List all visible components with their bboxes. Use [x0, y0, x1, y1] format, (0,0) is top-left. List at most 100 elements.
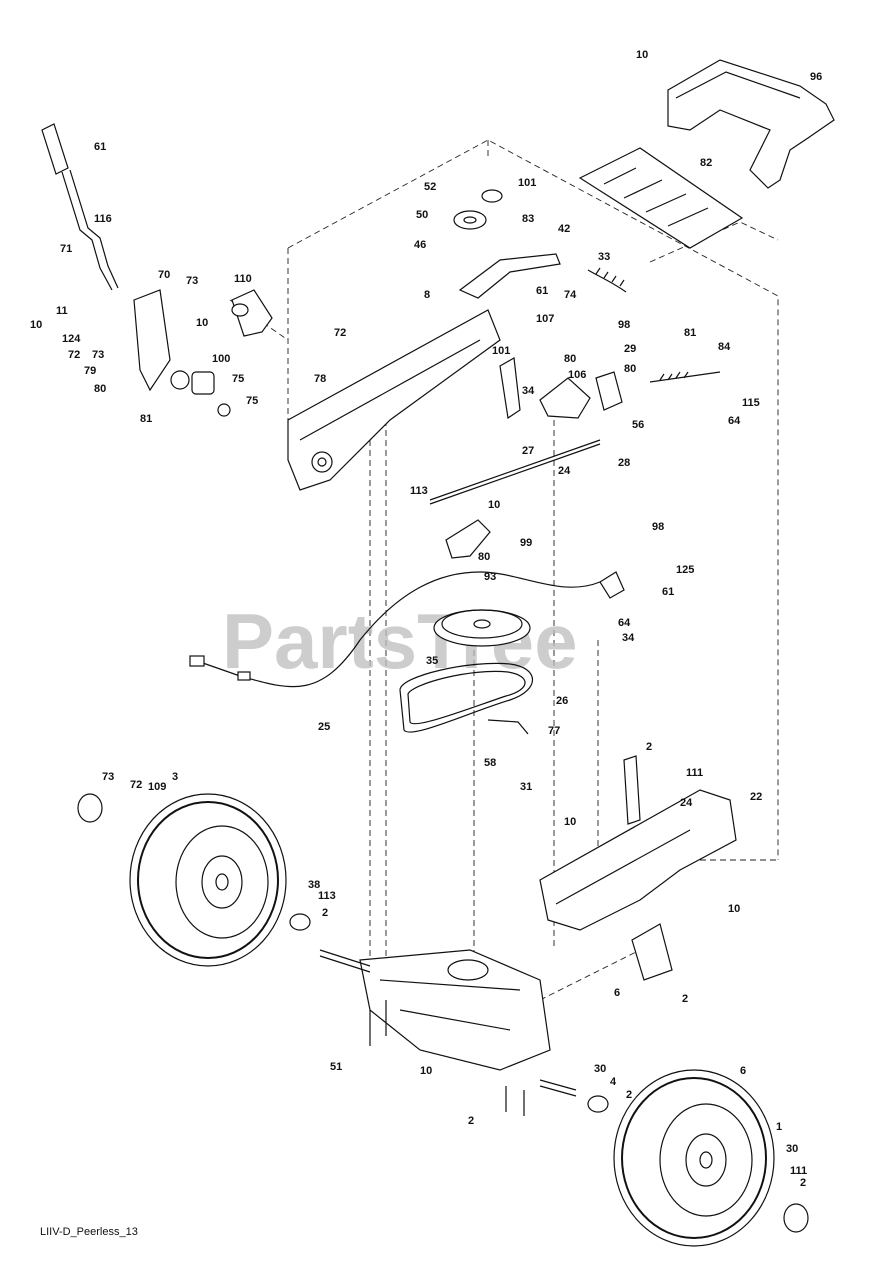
- part-callout-73: 73: [186, 275, 198, 287]
- bolts-30: [369, 1000, 525, 1116]
- part-callout-70: 70: [158, 269, 170, 281]
- part-callout-80: 80: [564, 353, 576, 365]
- part-callout-51: 51: [330, 1061, 342, 1073]
- part-callout-4: 4: [610, 1076, 617, 1088]
- part-callout-2: 2: [468, 1115, 474, 1127]
- part-callout-35: 35: [426, 655, 438, 667]
- part-callout-80: 80: [94, 383, 106, 395]
- part-callout-10: 10: [636, 49, 648, 61]
- part-callout-10: 10: [30, 319, 42, 331]
- part-callout-34: 34: [622, 632, 635, 644]
- part-callout-78: 78: [314, 373, 326, 385]
- part-callout-109: 109: [148, 781, 166, 793]
- part-callout-6: 6: [740, 1065, 746, 1077]
- part-callout-25: 25: [318, 721, 330, 733]
- part-callout-75: 75: [246, 395, 258, 407]
- part-callout-84: 84: [718, 341, 731, 353]
- drive-belt: [399, 662, 534, 733]
- idler-arm-assembly: [453, 189, 627, 299]
- part-callout-77: 77: [548, 725, 560, 737]
- part-callout-10: 10: [420, 1065, 432, 1077]
- part-callout-72: 72: [130, 779, 142, 791]
- part-callout-72: 72: [334, 327, 346, 339]
- part-callout-2: 2: [322, 907, 328, 919]
- part-callout-113: 113: [318, 890, 336, 902]
- part-callout-56: 56: [632, 419, 644, 431]
- lever-bracket: [133, 289, 273, 417]
- part-callout-50: 50: [416, 209, 428, 221]
- left-frame-rail: [287, 309, 501, 491]
- part-callout-98: 98: [652, 521, 664, 533]
- part-callout-30: 30: [786, 1143, 798, 1155]
- part-callout-10: 10: [196, 317, 208, 329]
- part-callout-42: 42: [558, 223, 570, 235]
- part-callout-38: 38: [308, 879, 320, 891]
- part-callout-11: 11: [56, 305, 68, 317]
- part-callout-10: 10: [488, 499, 500, 511]
- bracket-125: [445, 519, 491, 559]
- part-callout-113: 113: [410, 485, 428, 497]
- part-callout-107: 107: [536, 313, 554, 325]
- part-callout-24: 24: [680, 797, 693, 809]
- partstree-watermark: PartsTree: [222, 597, 578, 685]
- part-callout-106: 106: [568, 369, 586, 381]
- part-callout-98: 98: [618, 319, 630, 331]
- part-callout-61: 61: [94, 141, 106, 153]
- part-callout-96: 96: [810, 71, 822, 83]
- part-callout-52: 52: [424, 181, 436, 193]
- left-rear-wheel: [77, 793, 311, 967]
- part-callout-81: 81: [140, 413, 152, 425]
- part-callout-111: 111: [686, 767, 703, 779]
- part-callout-82: 82: [700, 157, 712, 169]
- part-callout-2: 2: [800, 1177, 806, 1189]
- right-rear-wheel: [587, 1069, 809, 1247]
- part-callout-61: 61: [536, 285, 548, 297]
- part-callout-10: 10: [564, 816, 576, 828]
- part-callout-72: 72: [68, 349, 80, 361]
- part-callout-58: 58: [484, 757, 496, 769]
- part-callout-34: 34: [522, 385, 535, 397]
- transaxle: [319, 949, 577, 1097]
- diagram-reference-code: LIIV-D_Peerless_13: [40, 1226, 138, 1238]
- part-callout-2: 2: [646, 741, 652, 753]
- seat-mount-bracket: [578, 59, 835, 249]
- part-callout-101: 101: [518, 177, 536, 189]
- part-callout-1: 1: [776, 1121, 782, 1133]
- part-callout-28: 28: [618, 457, 630, 469]
- part-callout-6: 6: [614, 987, 620, 999]
- part-callout-30: 30: [594, 1063, 606, 1075]
- part-callout-10: 10: [728, 903, 740, 915]
- right-frame-rail: [539, 755, 737, 981]
- control-cable: [189, 571, 625, 688]
- part-callout-74: 74: [564, 289, 577, 301]
- part-callout-71: 71: [60, 243, 72, 255]
- part-callout-26: 26: [556, 695, 568, 707]
- part-callout-101: 101: [492, 345, 510, 357]
- part-callout-81: 81: [684, 327, 696, 339]
- part-callout-80: 80: [624, 363, 636, 375]
- brake-linkage: [429, 357, 721, 505]
- part-callout-93: 93: [484, 571, 496, 583]
- part-callout-73: 73: [92, 349, 104, 361]
- part-callout-100: 100: [212, 353, 230, 365]
- part-callout-75: 75: [232, 373, 244, 385]
- part-callout-33: 33: [598, 251, 610, 263]
- part-callout-29: 29: [624, 343, 636, 355]
- part-callout-2: 2: [682, 993, 688, 1005]
- part-callout-22: 22: [750, 791, 762, 803]
- part-callout-61: 61: [662, 586, 674, 598]
- part-callout-80: 80: [478, 551, 490, 563]
- part-callout-110: 110: [234, 273, 252, 285]
- part-callout-27: 27: [522, 445, 534, 457]
- part-callout-79: 79: [84, 365, 96, 377]
- part-callout-111: 111: [790, 1165, 807, 1177]
- part-callout-73: 73: [102, 771, 114, 783]
- part-callout-116: 116: [94, 213, 112, 225]
- linkage-31: [487, 719, 529, 735]
- part-callout-31: 31: [520, 781, 532, 793]
- shift-lever: [41, 123, 119, 291]
- part-callout-64: 64: [728, 415, 741, 427]
- part-callout-83: 83: [522, 213, 534, 225]
